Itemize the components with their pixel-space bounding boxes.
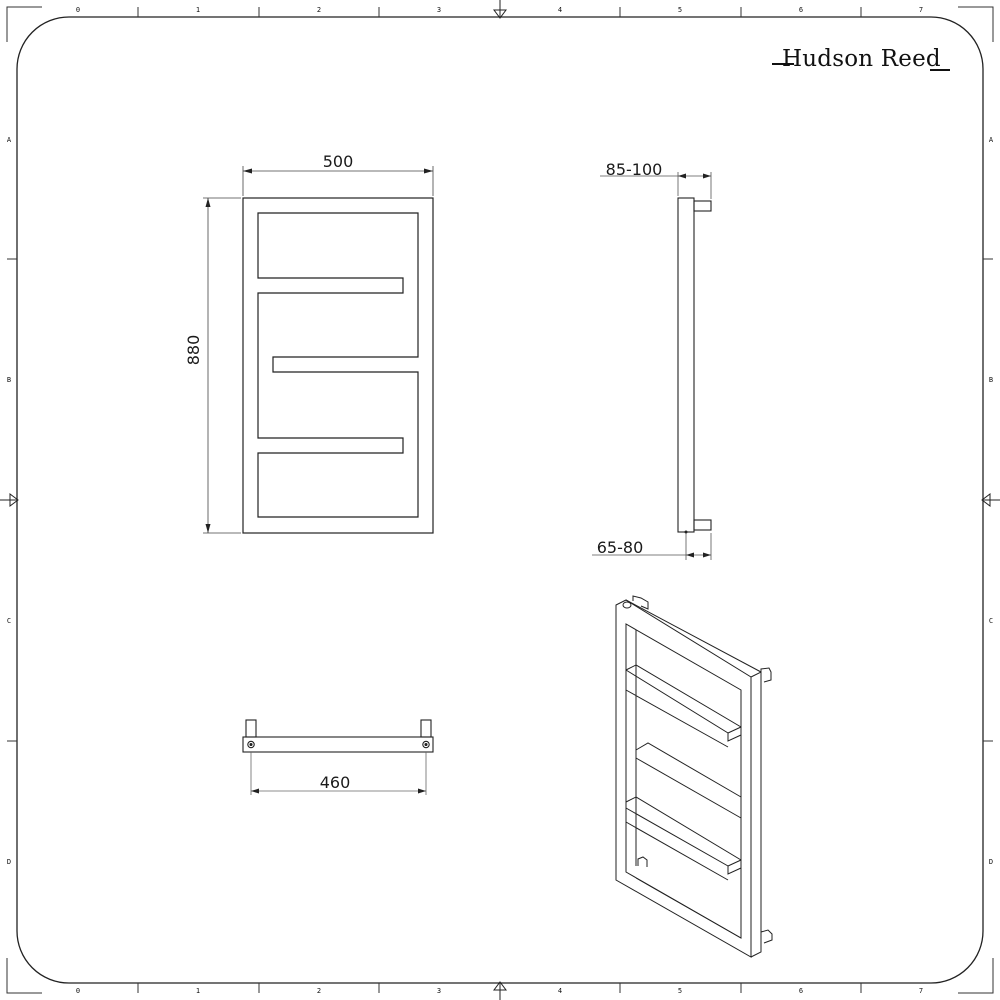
svg-text:D: D xyxy=(989,858,993,866)
brand-logo: Hudson Reed xyxy=(772,46,952,78)
svg-text:5: 5 xyxy=(678,6,682,14)
svg-text:5: 5 xyxy=(678,987,682,995)
width-dimension xyxy=(242,166,434,196)
centres-dimension xyxy=(250,752,427,795)
svg-text:C: C xyxy=(7,617,11,625)
bottom-projection-dimension xyxy=(592,530,712,560)
svg-text:3: 3 xyxy=(437,6,441,14)
svg-text:D: D xyxy=(7,858,11,866)
bottom-projection-label: 65-80 xyxy=(597,538,644,557)
svg-text:2: 2 xyxy=(317,987,321,995)
svg-text:4: 4 xyxy=(558,6,562,14)
height-label: 880 xyxy=(184,335,203,366)
svg-text:1: 1 xyxy=(196,987,200,995)
side-elevation xyxy=(677,197,712,533)
svg-text:6: 6 xyxy=(799,6,803,14)
column-labels-bottom: 0 1 2 3 4 5 6 7 xyxy=(76,987,923,995)
svg-text:6: 6 xyxy=(799,987,803,995)
svg-text:A: A xyxy=(989,136,994,144)
logo-bar-right xyxy=(930,69,950,71)
height-dimension xyxy=(203,197,241,534)
svg-text:0: 0 xyxy=(76,6,80,14)
svg-text:7: 7 xyxy=(919,987,923,995)
svg-text:B: B xyxy=(7,376,11,384)
column-ticks xyxy=(137,7,862,993)
sheet-frame xyxy=(16,16,984,984)
svg-text:B: B xyxy=(989,376,993,384)
svg-text:0: 0 xyxy=(76,987,80,995)
row-labels-right: A B C D xyxy=(989,136,994,866)
svg-text:7: 7 xyxy=(919,6,923,14)
top-projection-label: 85-100 xyxy=(606,160,663,179)
brand-name: Hudson Reed xyxy=(782,46,941,72)
logo-bar-left xyxy=(772,63,794,65)
column-labels-top: 0 1 2 3 4 5 6 7 xyxy=(76,6,923,14)
row-ticks xyxy=(7,258,993,742)
isometric-view xyxy=(615,595,773,958)
svg-text:A: A xyxy=(7,136,12,144)
svg-text:2: 2 xyxy=(317,6,321,14)
centres-label: 460 xyxy=(320,773,351,792)
width-label: 500 xyxy=(323,152,354,171)
top-projection-dimension xyxy=(600,172,712,199)
svg-text:C: C xyxy=(989,617,993,625)
row-labels-left: A B C D xyxy=(7,136,12,866)
corner-brackets xyxy=(6,6,994,994)
front-elevation xyxy=(242,197,434,534)
svg-text:1: 1 xyxy=(196,6,200,14)
svg-text:3: 3 xyxy=(437,987,441,995)
plan-view xyxy=(242,719,434,753)
svg-text:4: 4 xyxy=(558,987,562,995)
